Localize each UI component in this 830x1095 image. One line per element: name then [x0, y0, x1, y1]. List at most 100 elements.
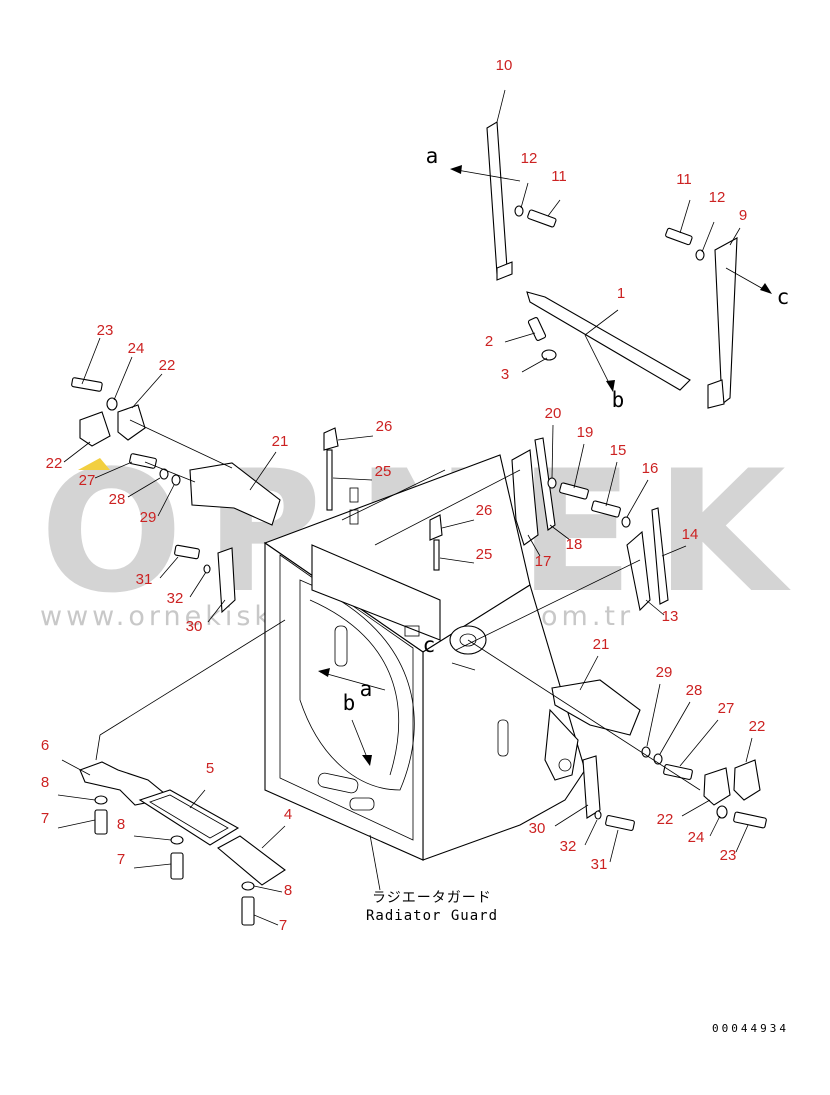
part-2-bolt — [527, 317, 547, 341]
callout-19[interactable]: 19 — [577, 424, 594, 441]
part-18-strip — [534, 437, 556, 531]
callout-4[interactable]: 4 — [284, 806, 292, 823]
frame-tab-1 — [349, 487, 359, 503]
leader-7-b — [133, 863, 172, 869]
part-7-bolt-b — [170, 852, 184, 880]
part-22-clamp-left-top — [117, 404, 146, 441]
leader-25-top — [332, 477, 373, 481]
part-10-post — [486, 121, 508, 275]
callout-27-left[interactable]: 27 — [79, 472, 96, 489]
callout-23-left[interactable]: 23 — [97, 322, 114, 339]
leader-8-c — [253, 885, 283, 893]
part-25-pin-top — [326, 449, 333, 511]
frame-slot-bottom — [349, 797, 375, 811]
frame-crossbeam — [311, 544, 441, 641]
callout-31-right[interactable]: 31 — [591, 856, 608, 873]
callout-7-b[interactable]: 7 — [117, 851, 125, 868]
callout-10[interactable]: 10 — [496, 57, 513, 74]
callout-23-right[interactable]: 23 — [720, 847, 737, 864]
callout-32-right[interactable]: 32 — [560, 838, 577, 855]
leader-28-right — [659, 701, 691, 755]
callout-8-a[interactable]: 8 — [41, 774, 49, 791]
callout-9[interactable]: 9 — [739, 207, 747, 224]
leader-15 — [605, 461, 618, 507]
callout-24-left[interactable]: 24 — [128, 340, 145, 357]
caption-japanese: ラジエータガード — [372, 890, 492, 906]
callout-7-a[interactable]: 7 — [41, 810, 49, 827]
callout-28-right[interactable]: 28 — [686, 682, 703, 699]
callout-24-right[interactable]: 24 — [688, 829, 705, 846]
assembly-line-lower-plates — [99, 619, 286, 736]
watermark-accent — [78, 458, 110, 470]
callout-22-left-bottom[interactable]: 22 — [46, 455, 63, 472]
leader-22-right-bottom — [681, 799, 711, 817]
leader-16 — [626, 479, 649, 518]
pins — [323, 427, 443, 571]
callout-30-right[interactable]: 30 — [529, 820, 546, 837]
part-27-bolt-left — [129, 453, 157, 469]
caption-english: Radiator Guard — [366, 908, 498, 924]
leader-vert-6 — [95, 734, 101, 761]
callout-22-left-top[interactable]: 22 — [159, 357, 176, 374]
callout-26-top[interactable]: 26 — [376, 418, 393, 435]
callout-29-left[interactable]: 29 — [140, 509, 157, 526]
callout-7-c[interactable]: 7 — [279, 917, 287, 934]
part-8-washer-c — [241, 881, 255, 891]
callout-2[interactable]: 2 — [485, 333, 493, 350]
right-side-plates — [511, 437, 669, 612]
drawing-code: 00044934 — [712, 1022, 789, 1035]
leader-23-right — [735, 824, 749, 853]
leader-32-right — [584, 819, 598, 846]
arrow-c-right-line — [725, 267, 766, 291]
arrow-a-mid-head — [318, 668, 330, 677]
leader-2 — [504, 332, 536, 343]
callout-12-right[interactable]: 12 — [709, 189, 726, 206]
callout-28-left[interactable]: 28 — [109, 491, 126, 508]
frame-side-bracket — [544, 708, 579, 781]
leader-lines — [57, 89, 772, 926]
callout-13[interactable]: 13 — [662, 608, 679, 625]
callout-20[interactable]: 20 — [545, 405, 562, 422]
callout-27-right[interactable]: 27 — [718, 700, 735, 717]
callout-6[interactable]: 6 — [41, 737, 49, 754]
callout-29-right[interactable]: 29 — [656, 664, 673, 681]
callout-11-right[interactable]: 11 — [676, 171, 692, 188]
frame-slot-upper — [334, 625, 348, 667]
leader-1 — [584, 309, 619, 336]
callout-25-top[interactable]: 25 — [375, 463, 392, 480]
frame-front-inner — [279, 554, 414, 841]
callout-31-left[interactable]: 31 — [136, 571, 153, 588]
callout-8-c[interactable]: 8 — [284, 882, 292, 899]
reference-letter-a-top: a — [426, 144, 439, 168]
leader-7-c — [253, 914, 279, 926]
callout-17[interactable]: 17 — [535, 553, 552, 570]
frame-side-hole — [558, 758, 572, 772]
callout-3[interactable]: 3 — [501, 366, 509, 383]
callout-8-b[interactable]: 8 — [117, 816, 125, 833]
callout-15[interactable]: 15 — [610, 442, 627, 459]
arrow-b-right-line — [584, 334, 611, 386]
leader-27-right — [679, 719, 719, 767]
callout-26-mid[interactable]: 26 — [476, 502, 493, 519]
part-26-fitting-top — [323, 427, 339, 451]
part-23-bolt-left — [71, 377, 103, 392]
callout-11-left[interactable]: 11 — [551, 168, 567, 185]
leader-12-left — [520, 182, 529, 209]
callout-12-left[interactable]: 12 — [521, 150, 538, 167]
leader-27-left — [94, 461, 133, 479]
callout-5[interactable]: 5 — [206, 760, 214, 777]
callout-14[interactable]: 14 — [682, 526, 699, 543]
callout-16[interactable]: 16 — [642, 460, 659, 477]
upper-parts — [486, 121, 738, 409]
callout-21-left[interactable]: 21 — [272, 433, 289, 450]
leader-29-right — [646, 683, 661, 747]
callout-1[interactable]: 1 — [617, 285, 625, 302]
callout-25-mid[interactable]: 25 — [476, 546, 493, 563]
callout-22-right-top[interactable]: 22 — [749, 718, 766, 735]
callout-18[interactable]: 18 — [566, 536, 583, 553]
reference-letter-a-mid: a — [360, 677, 373, 701]
callout-32-left[interactable]: 32 — [167, 590, 184, 607]
callout-22-right-bottom[interactable]: 22 — [657, 811, 674, 828]
callout-21-right[interactable]: 21 — [593, 636, 610, 653]
callout-30-left[interactable]: 30 — [186, 618, 203, 635]
